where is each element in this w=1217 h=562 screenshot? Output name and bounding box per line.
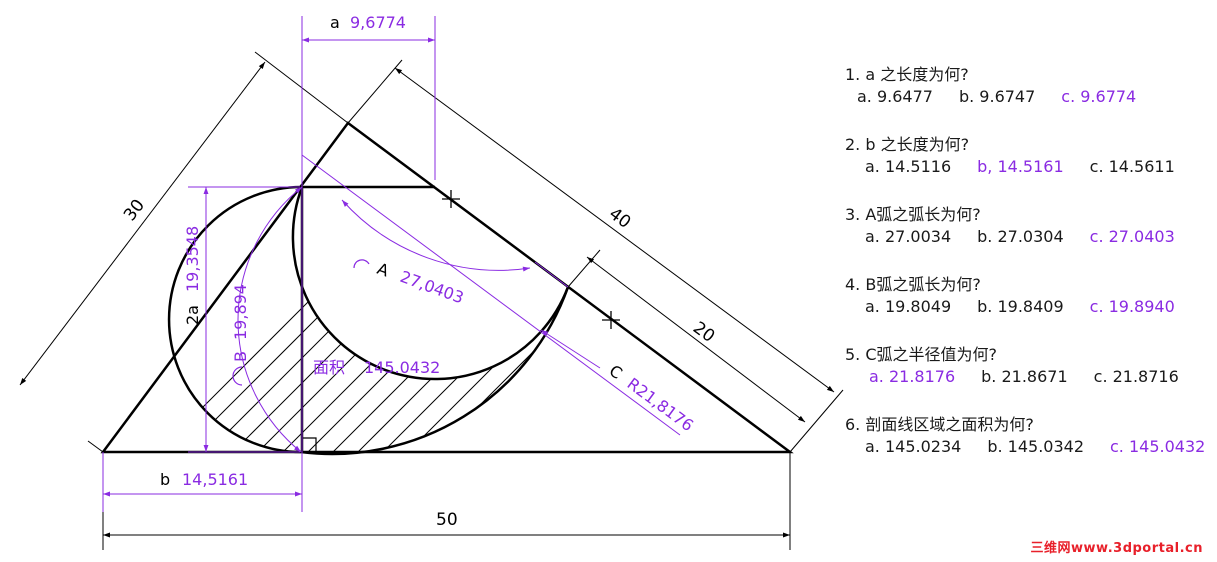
question-1: 1. a 之长度为何? a. 9.6477 b. 9.6747 c. 9.6774	[845, 64, 1215, 108]
arc-symbol-B	[232, 366, 243, 386]
option-b: b. 27.0304	[977, 227, 1064, 246]
option-list: a. 19.8049 b. 19.8409 c. 19.8940	[845, 296, 1215, 318]
option-b: b. 21.8671	[981, 367, 1068, 386]
question-3: 3. A弧之弧长为何? a. 27.0034 b. 27.0304 c. 27.04…	[845, 204, 1215, 248]
option-list: a. 9.6477 b. 9.6747 c. 9.6774	[845, 86, 1215, 108]
dim-B-value: 19,894	[231, 284, 250, 340]
question-5: 5. C弧之半径值为何? a. 21.8176 b. 21.8671 c. 21.8…	[845, 344, 1215, 388]
dim-C-name: C	[606, 361, 626, 383]
question-4: 4. B弧之弧长为何? a. 19.8049 b. 19.8409 c. 19.89…	[845, 274, 1215, 318]
dim-2a-value: 19,3548	[183, 226, 202, 292]
dim-B-name: B	[231, 351, 250, 362]
dim-a-value: 9,6774	[350, 13, 406, 32]
dim-2a	[188, 186, 300, 453]
dim-b-name: b	[160, 470, 170, 489]
dim-2a-name: 2a	[183, 305, 202, 325]
dim-C-arrow	[540, 329, 601, 369]
dim-a	[301, 16, 436, 452]
question-text: 4. B弧之弧长为何?	[845, 275, 981, 294]
question-text: 6. 剖面线区域之面积为何?	[845, 415, 1034, 434]
dim-A-name: A	[375, 259, 392, 281]
question-text: 5. C弧之半径值为何?	[845, 345, 998, 364]
question-6: 6. 剖面线区域之面积为何? a. 145.0234 b. 145.0342 c. …	[845, 414, 1215, 458]
option-b: b. 145.0342	[987, 437, 1084, 456]
dim-b-value: 14,5161	[182, 470, 248, 489]
dim-20-label: 20	[689, 318, 718, 347]
dim-50-label: 50	[436, 510, 458, 530]
option-b: b, 14.5161	[977, 157, 1064, 176]
option-list: a. 145.0234 b. 145.0342 c. 145.0432	[845, 436, 1215, 458]
question-text: 2. b 之长度为何?	[845, 135, 970, 154]
dim-A-value: 27,0403	[398, 267, 467, 307]
option-a: a. 9.6477	[857, 87, 933, 106]
option-a: a. 145.0234	[865, 437, 962, 456]
option-c: c. 9.6774	[1061, 87, 1137, 106]
option-b: b. 9.6747	[958, 87, 1036, 106]
dim-C-value: R21,8176	[624, 374, 697, 435]
option-c: c. 19.8940	[1089, 297, 1175, 316]
question-text: 3. A弧之弧长为何?	[845, 205, 981, 224]
option-list: a. 14.5116 b, 14.5161 c. 14.5611	[845, 156, 1215, 178]
option-list: a. 27.0034 b. 27.0304 c. 27.0403	[845, 226, 1215, 248]
question-2: 2. b 之长度为何? a. 14.5116 b, 14.5161 c. 14.56…	[845, 134, 1215, 178]
dim-50	[102, 452, 791, 550]
dim-A-arc	[341, 199, 531, 272]
option-c: c. 145.0432	[1110, 437, 1206, 456]
dim-b	[102, 452, 303, 512]
area-value: 145.0432	[364, 358, 440, 377]
watermark: 三维网www.3dportal.cn	[1030, 541, 1203, 556]
right-angle-mark	[302, 437, 317, 452]
dim-B-arc	[237, 186, 303, 453]
option-list: a. 21.8176 b. 21.8671 c. 21.8716	[845, 366, 1215, 388]
dim-a-name: a	[330, 13, 340, 32]
option-a: a. 27.0034	[865, 227, 952, 246]
option-b: b. 19.8409	[977, 297, 1064, 316]
option-c: c. 27.0403	[1089, 227, 1175, 246]
option-a: a. 19.8049	[865, 297, 952, 316]
option-a: a. 21.8176	[869, 367, 956, 386]
option-c: c. 14.5611	[1089, 157, 1175, 176]
area-name: 面积	[313, 358, 345, 377]
arc-symbol-A	[353, 259, 370, 269]
dim-20	[567, 249, 806, 423]
option-a: a. 14.5116	[865, 157, 952, 176]
dim-C-leader	[301, 154, 681, 436]
option-c: c. 21.8716	[1093, 367, 1179, 386]
dim-A-ext2	[534, 261, 569, 288]
question-text: 1. a 之长度为何?	[845, 65, 969, 84]
dim-40-label: 40	[605, 204, 634, 233]
